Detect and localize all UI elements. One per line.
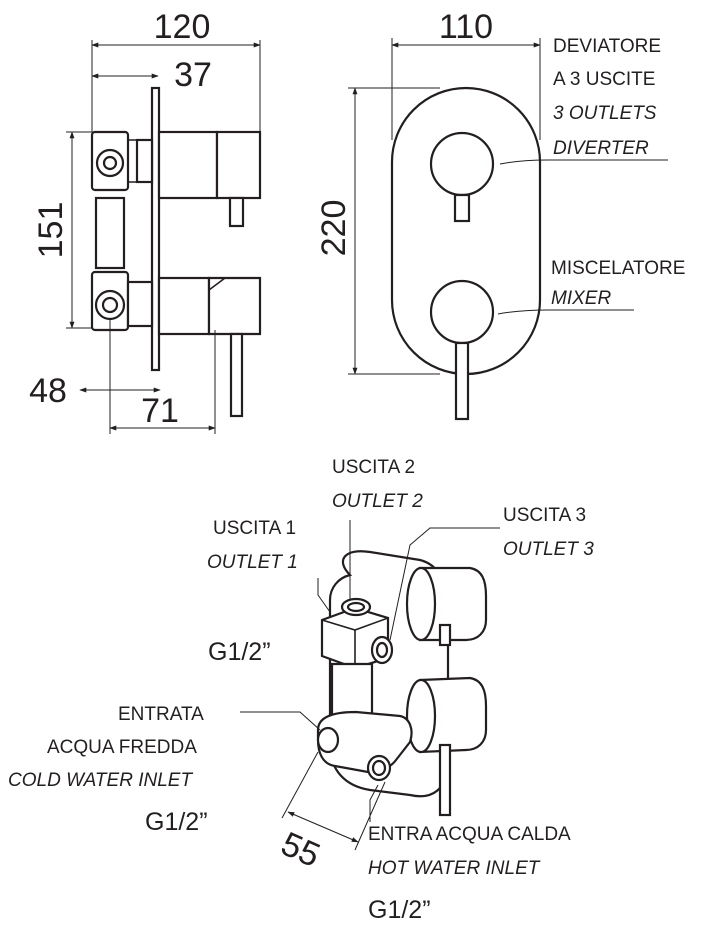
leader-outlet3 xyxy=(389,527,500,641)
side-view: 120 37 151 48 xyxy=(29,8,262,434)
side-lower-connector xyxy=(126,280,154,328)
side-diverter-cap xyxy=(215,130,262,200)
dim-body-height: 151 xyxy=(32,202,70,259)
leader-diverter xyxy=(499,159,668,165)
side-center-pipe xyxy=(94,196,126,270)
side-diverter-knob xyxy=(228,196,245,228)
label-hot-en: HOT WATER INLET xyxy=(368,858,541,879)
iso-diverter-handle xyxy=(418,566,488,642)
front-mixer-knob xyxy=(429,279,495,345)
label-outlet2-it: USCITA 2 xyxy=(332,457,415,478)
label-outlet1-it: USCITA 1 xyxy=(213,518,296,539)
label-diverter-en-2: DIVERTER xyxy=(553,138,649,159)
iso-cold-inlet-port xyxy=(316,726,340,754)
iso-diverter-stem xyxy=(438,623,452,647)
label-outlet3-it: USCITA 3 xyxy=(503,505,586,526)
iso-mixer-face xyxy=(405,678,437,754)
label-diverter-it-2: A 3 USCITE xyxy=(553,69,655,90)
dim-line-inlet-spacing xyxy=(287,811,359,843)
label-cold-it-1: ENTRATA xyxy=(118,704,204,725)
side-mixer-body xyxy=(157,276,211,336)
dim-plate-offset: 37 xyxy=(174,56,212,94)
label-outlet3-en: OUTLET 3 xyxy=(503,539,594,560)
label-mixer-it: MISCELATORE xyxy=(551,258,685,279)
iso-diverter-face xyxy=(405,566,437,642)
label-diverter-en-1: 3 OUTLETS xyxy=(553,103,657,124)
front-diverter-knob xyxy=(429,131,495,197)
leader-hot xyxy=(369,784,379,822)
dim-plate-height: 220 xyxy=(315,200,353,257)
label-hot-it: ENTRA ACQUA CALDA xyxy=(368,824,571,845)
label-cold-en: COLD WATER INLET xyxy=(8,770,193,791)
dim-handle-depth: 71 xyxy=(141,392,179,430)
leader-mixer xyxy=(497,309,634,315)
side-lower-port-inner xyxy=(101,296,119,314)
ext-line-cold xyxy=(281,751,319,819)
front-diverter-stem xyxy=(453,193,471,223)
label-thread-top: G1/2” xyxy=(208,638,271,666)
label-mixer-en: MIXER xyxy=(551,288,611,309)
side-mixer-cap xyxy=(207,276,262,336)
label-thread-cold: G1/2” xyxy=(145,808,208,836)
label-outlet1-en: OUTLET 1 xyxy=(207,552,298,573)
leader-outlet1 xyxy=(317,578,331,613)
label-thread-hot: G1/2” xyxy=(368,896,431,924)
dim-overall-depth: 120 xyxy=(154,8,211,46)
side-mixer-lever xyxy=(229,332,244,418)
side-diverter-body xyxy=(157,130,219,200)
leader-cold xyxy=(240,711,321,731)
label-diverter-it-1: DEVIATORE xyxy=(553,36,661,57)
label-cold-it-2: ACQUA FREDDA xyxy=(47,737,197,758)
dim-inlet-depth: 48 xyxy=(29,372,67,410)
isometric-view: 55 USCITA 2 OUTLET 2 USCITA 3 OUTLET 3 U… xyxy=(8,457,594,924)
side-wall-plate xyxy=(150,86,161,372)
dim-inlet-spacing: 55 xyxy=(275,825,325,875)
side-upper-connector xyxy=(135,138,154,184)
iso-mixer-handle xyxy=(418,676,488,754)
side-upper-port-inner xyxy=(102,155,118,171)
label-outlet2-en: OUTLET 2 xyxy=(332,491,423,512)
front-view: 110 220 DEVIATORE A 3 USCITE 3 OUTLETS D… xyxy=(315,8,685,421)
front-mixer-lever xyxy=(454,341,470,421)
iso-mixer-lever xyxy=(438,743,452,817)
dim-plate-width: 110 xyxy=(439,8,493,46)
iso-lower-block xyxy=(316,710,413,774)
